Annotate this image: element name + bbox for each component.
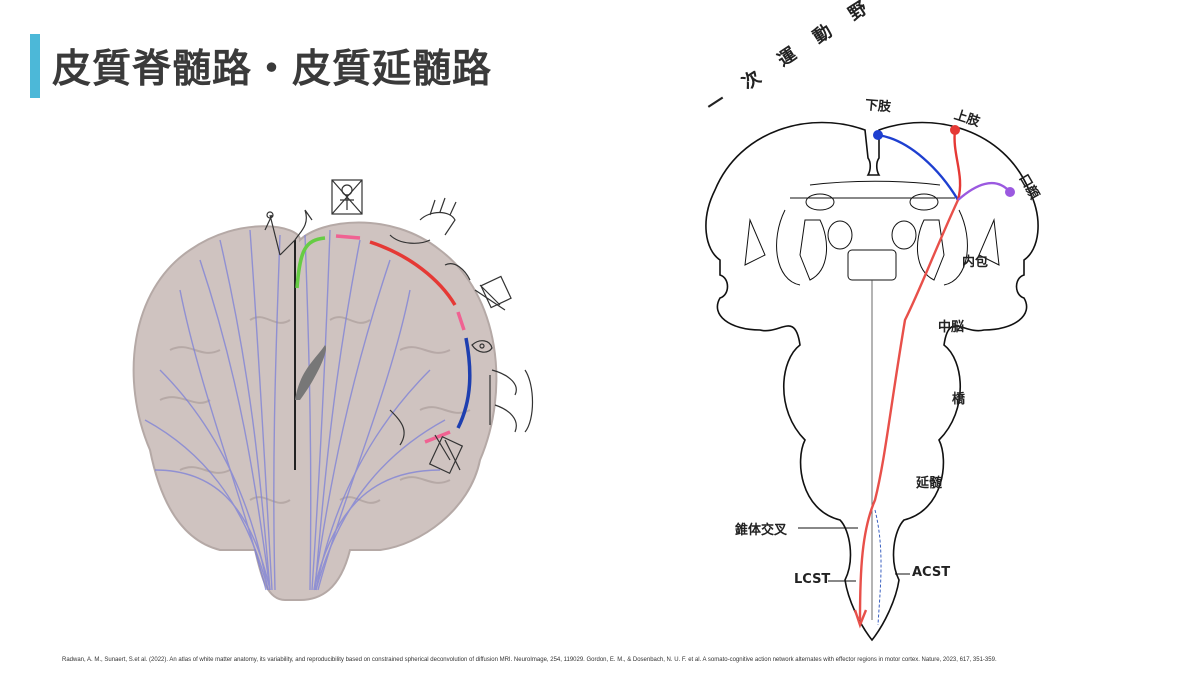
- face-dot: [1005, 187, 1015, 197]
- arm-tract-arc: [369, 240, 457, 306]
- face-tract: [957, 181, 1011, 201]
- upper-limb-dot: [950, 125, 960, 135]
- pons-label: 橋: [952, 392, 966, 407]
- lower-limb-dot: [873, 130, 883, 140]
- trunk-figure-icon: [331, 179, 363, 215]
- acst-line: [874, 509, 882, 626]
- lower-limb-label: 下肢: [864, 97, 892, 116]
- medulla-label: 延髄: [916, 476, 943, 491]
- face-tract-arc: [456, 337, 472, 429]
- upper-limb-tract: [953, 129, 962, 201]
- title-accent-bar: [30, 34, 40, 98]
- midbrain-label: 中脳: [938, 320, 965, 335]
- right-tract-fibers: [304, 229, 446, 591]
- boundary-arc-1: [335, 234, 361, 240]
- acst-label: ACST: [912, 565, 951, 580]
- fingers-figure-icon: [444, 263, 512, 311]
- slide-title: 皮質脊髄路・皮質延髄路: [52, 47, 493, 92]
- main-descending-tract: [858, 199, 960, 621]
- internal-capsule-label: 内包: [962, 255, 989, 270]
- tongue-figure-icon: [389, 409, 464, 475]
- decussation-label: 錐体交叉: [735, 523, 788, 538]
- brain-tractography-figure: [132, 179, 534, 601]
- boundary-arc-2: [456, 311, 466, 331]
- leg-tract-arc: [295, 236, 326, 289]
- leg-homunculus-icon: [264, 209, 313, 256]
- references: Radwan, A. M., Sunaert, S.et al. (2022).…: [62, 657, 997, 663]
- central-dark-shape: [295, 345, 326, 400]
- lcst-label: LCST: [794, 572, 831, 587]
- arm-hand-icon: [389, 197, 457, 244]
- eye-icon: [471, 340, 493, 353]
- lower-limb-tract: [877, 133, 960, 201]
- boundary-arc-3: [424, 430, 451, 444]
- corticospinal-tract-figure: [705, 121, 1039, 642]
- left-tract-fibers: [144, 229, 281, 591]
- face-mouth-icon: [489, 369, 534, 433]
- tract-arrowhead: [853, 609, 868, 629]
